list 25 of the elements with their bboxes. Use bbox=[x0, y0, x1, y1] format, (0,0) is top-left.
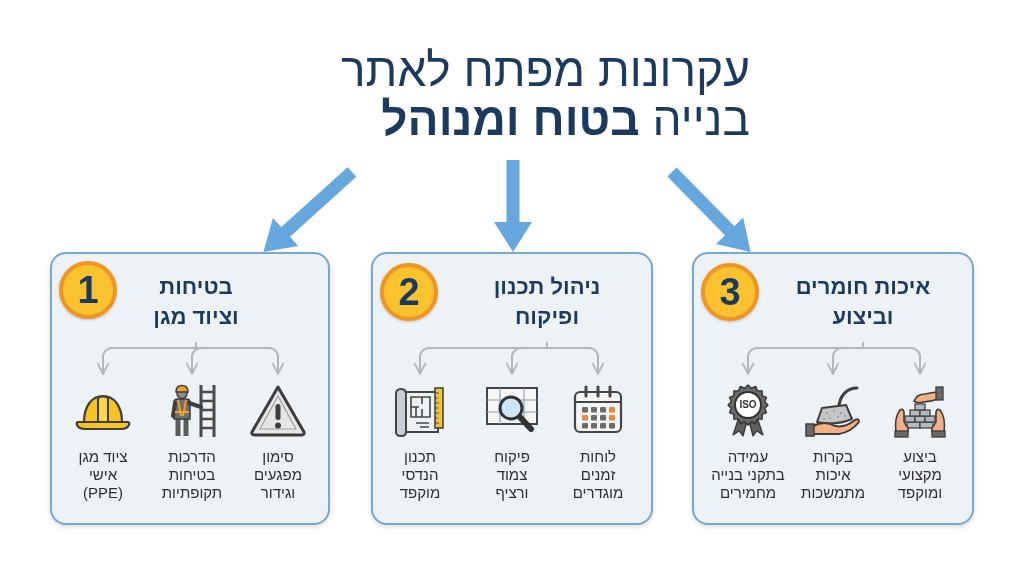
item-label: פיקוח צמוד ורציף bbox=[493, 448, 531, 502]
block-arrow bbox=[667, 167, 751, 252]
diagram-title: עקרונות מפתח לאתר בנייה בטוח ומנוהל bbox=[340, 46, 750, 144]
panel-heading: בטיחות וציוד מגן bbox=[138, 272, 254, 342]
item-label: תכנון הנדסי מוקפד bbox=[398, 448, 442, 502]
seal-text: ISO bbox=[739, 399, 757, 411]
step-number-badge: 3 bbox=[701, 263, 759, 321]
panel-card bbox=[371, 252, 653, 525]
item-label: בקרות איכות מתמשכות bbox=[800, 448, 866, 502]
item-label: הדרכות בטיחות תקופתיות bbox=[160, 448, 224, 502]
item-label: ביצוע מקצועי ומוקפד bbox=[897, 448, 943, 502]
step-number-badge: 2 bbox=[380, 263, 438, 321]
branch-arrow bbox=[413, 341, 548, 375]
block-arrow bbox=[263, 167, 357, 252]
item-label: עמידה בתקני בנייה מחמירים bbox=[710, 448, 786, 502]
block-arrow bbox=[494, 160, 532, 252]
item-label: ציוד מגן אישי (PPE) bbox=[77, 448, 129, 502]
panel-card bbox=[692, 252, 974, 525]
panel-heading: איכות חומרים וביצוע bbox=[780, 272, 946, 342]
step-number-badge: 1 bbox=[59, 261, 117, 319]
item-label: לוחות זמנים מוגדרים bbox=[571, 448, 625, 502]
panel-heading: ניהול תכנון ופיקוח bbox=[471, 272, 623, 342]
panel-card bbox=[50, 252, 330, 525]
branch-arrow bbox=[741, 341, 864, 375]
item-label: סימון מפגעים וגידור bbox=[253, 448, 303, 502]
